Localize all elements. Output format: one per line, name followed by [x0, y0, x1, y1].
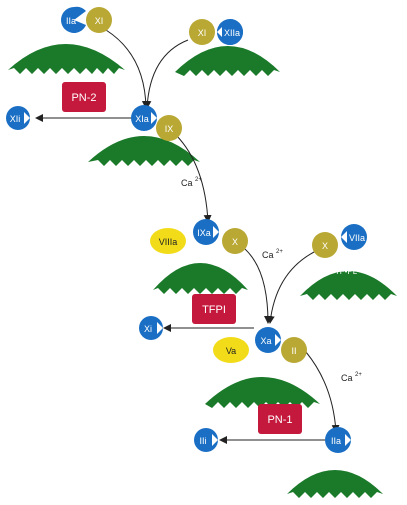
factor-xi-cleaved-label: Xi — [144, 324, 152, 334]
factor-ii: II — [281, 337, 307, 363]
factor-x-left-label: X — [232, 237, 238, 247]
pn2-label: PN-2 — [71, 92, 96, 104]
factor-xa: Xa — [255, 327, 281, 353]
membrane-2 — [175, 46, 280, 76]
factor-xii-label: XIi — [10, 114, 21, 124]
pn2-inhibitor-box: PN-2 — [62, 82, 106, 112]
membrane-1 — [8, 44, 125, 74]
membrane-5 — [300, 271, 397, 300]
factor-x-left: X — [222, 228, 248, 254]
factor-viiia-label: VIIIa — [159, 237, 178, 247]
arrow-xi-to-xia — [105, 29, 150, 109]
factor-xi-cleaved: Xi — [139, 316, 163, 340]
calcium-label-3-sup: 2+ — [355, 372, 362, 378]
factor-x-right: X — [312, 232, 338, 258]
factor-iii-label: IIi — [199, 436, 206, 446]
factor-ii-label: II — [291, 346, 296, 356]
factor-iia-top-label: IIa — [66, 16, 76, 26]
factor-iii: IIi — [194, 428, 218, 452]
membrane-6 — [205, 377, 320, 408]
factor-xa-label: Xa — [260, 336, 271, 346]
calcium-label-2-sup: 2+ — [276, 249, 283, 255]
factor-iia-bottom-label: IIa — [331, 436, 341, 446]
factor-xi-top-label: XI — [95, 16, 104, 26]
factor-viia: VIIa — [341, 224, 367, 250]
arrow-viia-to-xa — [266, 249, 319, 324]
calcium-label-1-sup: 2+ — [195, 177, 202, 183]
factor-xia: XIa — [131, 105, 157, 131]
calcium-label-3: Ca 2+ — [341, 372, 362, 383]
factor-iia-bottom: IIa — [325, 427, 351, 453]
factor-xi-top: XI — [86, 7, 112, 33]
arrow-ix-to-ixa — [175, 134, 212, 223]
membrane-3 — [88, 136, 200, 166]
pn1-inhibitor-box: PN-1 — [258, 404, 302, 434]
factor-xiia: XIIa — [217, 19, 243, 45]
factor-ixa-label: IXa — [197, 228, 211, 238]
factor-ixa: IXa — [193, 219, 219, 245]
calcium-label-3-base: Ca — [341, 373, 353, 383]
factor-xia-label: XIa — [135, 114, 149, 124]
factor-viiia: VIIIa — [150, 228, 186, 254]
factor-xi-top2: XI — [189, 19, 215, 45]
calcium-label-1-base: Ca — [181, 178, 193, 188]
arrow-xiia-to-xia — [143, 39, 189, 109]
membrane-7 — [287, 470, 383, 498]
arrow-ixa-to-xa — [239, 244, 272, 324]
pn1-label: PN-1 — [267, 414, 292, 426]
factor-xiia-label: XIIa — [224, 28, 240, 38]
factor-x-right-label: X — [322, 241, 328, 251]
factor-iia-top: IIa — [61, 6, 86, 33]
membrane-4 — [153, 263, 248, 294]
factor-viia-label: VIIa — [349, 233, 365, 243]
factor-ix: IX — [156, 115, 182, 141]
tfpi-inhibitor-box: TFPI — [192, 294, 236, 324]
tf-pl-label: TF•PL — [335, 267, 358, 276]
calcium-label-2-base: Ca — [262, 250, 274, 260]
tfpi-label: TFPI — [202, 304, 226, 316]
factor-xi-top2-label: XI — [198, 28, 207, 38]
arrow-ii-to-iia — [305, 351, 340, 433]
factor-ix-label: IX — [165, 124, 174, 134]
factor-va-label: Va — [226, 346, 236, 356]
calcium-label-2: Ca 2+ — [262, 249, 283, 260]
factor-va: Va — [213, 337, 249, 363]
factor-xii: XIi — [6, 106, 30, 130]
calcium-label-1: Ca 2+ — [181, 177, 202, 188]
